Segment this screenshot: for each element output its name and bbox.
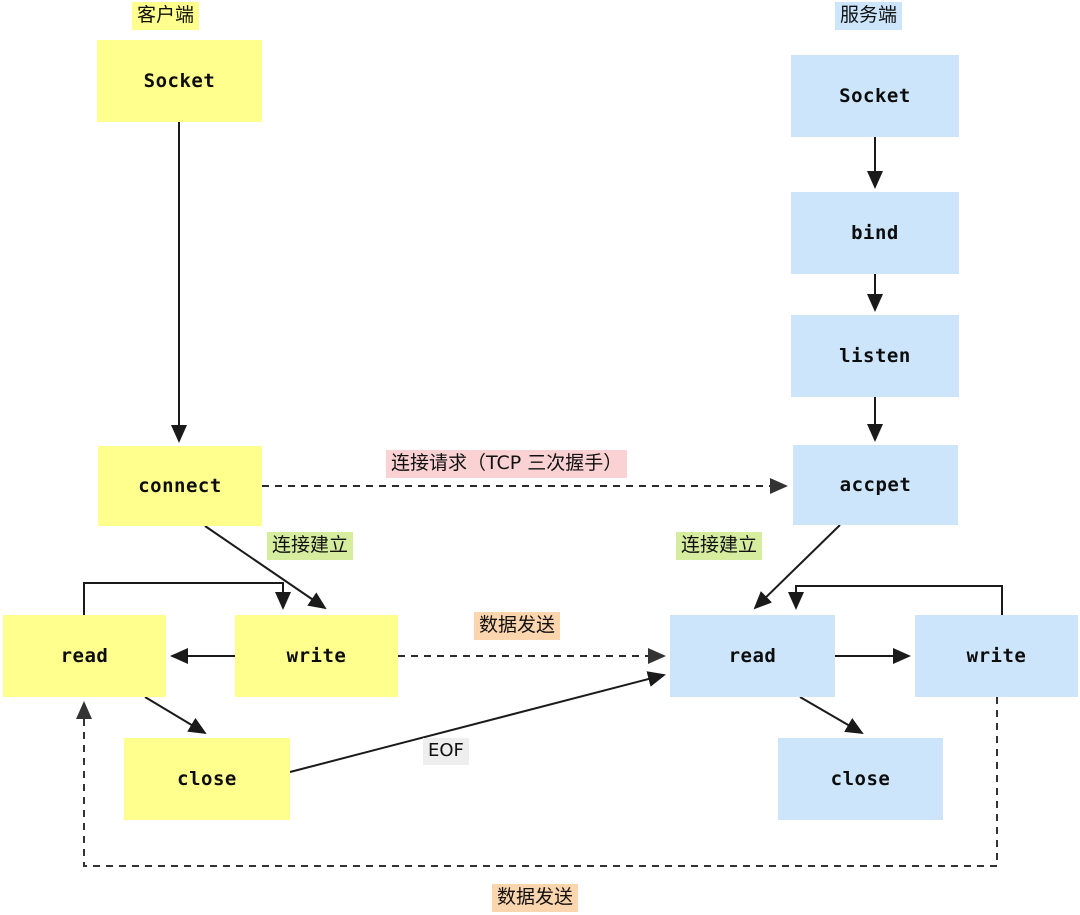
node-server-close[interactable]: close bbox=[778, 738, 943, 820]
label-server-title: 服务端 bbox=[835, 2, 903, 30]
node-server-write[interactable]: write bbox=[915, 615, 1078, 697]
label-data-send-bottom: 数据发送 bbox=[492, 884, 579, 912]
label-eof: EOF bbox=[423, 738, 469, 765]
node-label: bind bbox=[851, 222, 899, 244]
node-client-read[interactable]: read bbox=[3, 615, 166, 697]
node-label: read bbox=[728, 645, 777, 667]
label-connection-established-server: 连接建立 bbox=[676, 532, 763, 560]
label-connection-established-client: 连接建立 bbox=[267, 532, 354, 560]
node-label: Socket bbox=[143, 70, 216, 92]
node-label: write bbox=[966, 645, 1027, 667]
node-label: close bbox=[830, 768, 891, 790]
edge-server-read-to-close bbox=[799, 696, 864, 735]
node-client-connect[interactable]: connect bbox=[98, 446, 262, 526]
label-client-title: 客户端 bbox=[132, 2, 200, 30]
node-label: close bbox=[177, 768, 237, 790]
node-label: connect bbox=[138, 475, 222, 497]
node-server-bind[interactable]: bind bbox=[791, 192, 959, 274]
node-client-write[interactable]: write bbox=[235, 615, 398, 697]
label-connect-request: 连接请求（TCP 三次握手） bbox=[386, 450, 628, 478]
node-label: write bbox=[286, 645, 347, 667]
node-server-listen[interactable]: listen bbox=[791, 315, 959, 397]
node-label: accpet bbox=[839, 474, 912, 496]
edge-client-read-loop-write bbox=[83, 582, 291, 615]
node-client-socket[interactable]: Socket bbox=[97, 40, 262, 122]
edge-server-accept-to-read bbox=[753, 524, 841, 610]
node-server-accept[interactable]: accpet bbox=[793, 445, 958, 525]
node-server-read[interactable]: read bbox=[670, 615, 835, 697]
edge-server-write-loop-read bbox=[788, 585, 1003, 615]
node-label: listen bbox=[839, 345, 911, 367]
node-label: Socket bbox=[839, 85, 911, 107]
node-client-close[interactable]: close bbox=[124, 738, 290, 820]
node-label: read bbox=[60, 645, 109, 667]
edge-client-read-to-close bbox=[144, 696, 207, 735]
node-server-socket[interactable]: Socket bbox=[791, 55, 959, 137]
label-data-send-top: 数据发送 bbox=[474, 612, 561, 640]
